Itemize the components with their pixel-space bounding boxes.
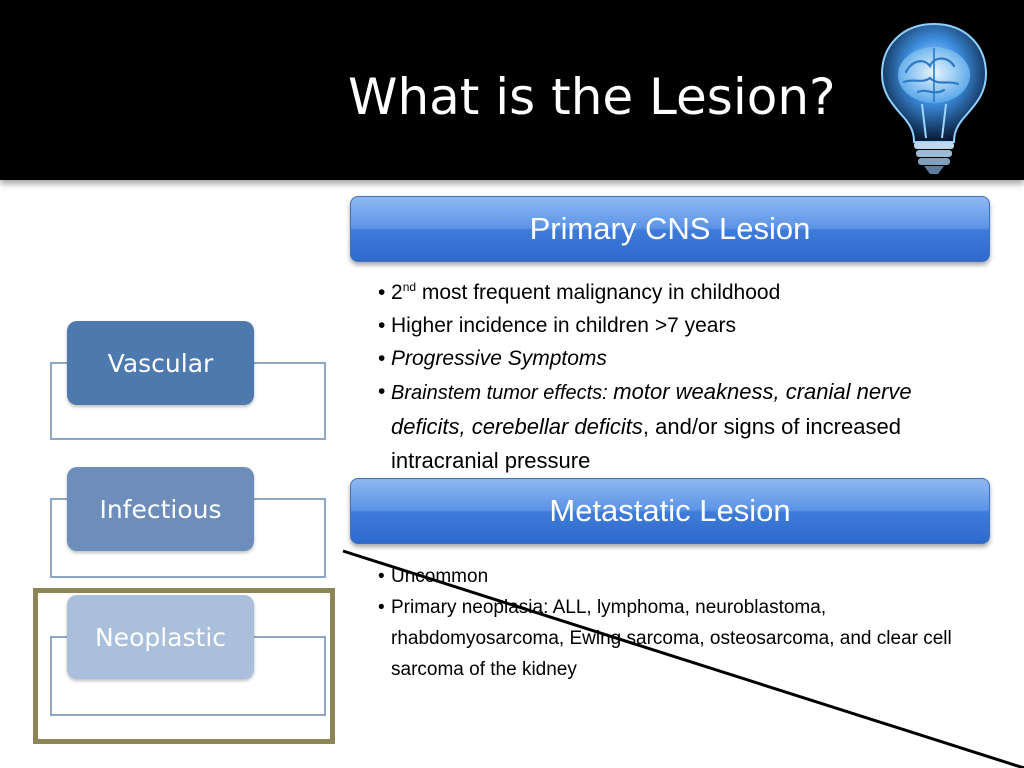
metastatic-bullet-list: • Uncommon • Primary neoplasia: ALL, lym… <box>378 561 978 685</box>
bullet-text: Primary neoplasia: ALL, lymphoma, neurob… <box>391 597 952 680</box>
metastatic-lesion-header[interactable]: Metastatic Lesion <box>350 478 990 544</box>
primary-header-label: Primary CNS Lesion <box>529 211 811 246</box>
selection-highlight <box>33 588 335 744</box>
bullet-text: Uncommon <box>391 566 489 587</box>
primary-cns-lesion-header[interactable]: Primary CNS Lesion <box>350 196 990 262</box>
bullet-text: , and/or signs of increased intracranial… <box>391 414 901 473</box>
neoplastic-button[interactable]: Neoplastic <box>67 595 254 679</box>
bullet-dot: • <box>378 597 385 618</box>
bullet-dot: • <box>378 314 386 337</box>
brain-lightbulb-icon <box>880 22 988 174</box>
list-item: • 2nd most frequent malignancy in childh… <box>378 276 988 309</box>
infectious-label: Infectious <box>99 494 222 524</box>
list-item: • Progressive Symptoms <box>378 342 988 375</box>
ordinal-suffix: nd <box>402 280 417 294</box>
bullet-dot: • <box>378 566 385 587</box>
infectious-button[interactable]: Infectious <box>67 467 254 551</box>
vascular-label: Vascular <box>107 348 214 378</box>
primary-bullet-list: • 2nd most frequent malignancy in childh… <box>378 276 988 478</box>
bullet-dot: • <box>378 347 386 370</box>
neoplastic-label: Neoplastic <box>94 622 227 652</box>
bullet-text: Progressive Symptoms <box>391 347 607 370</box>
bullet-emphasis: motor weakness, cranial nerve deficits, … <box>391 379 912 439</box>
list-item: • Primary neoplasia: ALL, lymphoma, neur… <box>378 592 978 685</box>
list-item: • Uncommon <box>378 561 978 592</box>
slide-title: What is the Lesion? <box>348 68 836 126</box>
slide-header: What is the Lesion? <box>0 0 1024 180</box>
bullet-text: Higher incidence in children >7 years <box>391 314 736 337</box>
vascular-button[interactable]: Vascular <box>67 321 254 405</box>
metastatic-header-label: Metastatic Lesion <box>549 493 791 528</box>
bullet-dot: • <box>378 281 386 304</box>
bullet-lead: Brainstem tumor effects: <box>391 382 614 404</box>
list-item: • Brainstem tumor effects: motor weaknes… <box>378 375 988 478</box>
list-item: • Higher incidence in children >7 years <box>378 309 988 342</box>
bullet-number: 2 <box>391 281 403 304</box>
bullet-dot: • <box>378 380 386 403</box>
bullet-text: most frequent malignancy in childhood <box>416 281 781 304</box>
